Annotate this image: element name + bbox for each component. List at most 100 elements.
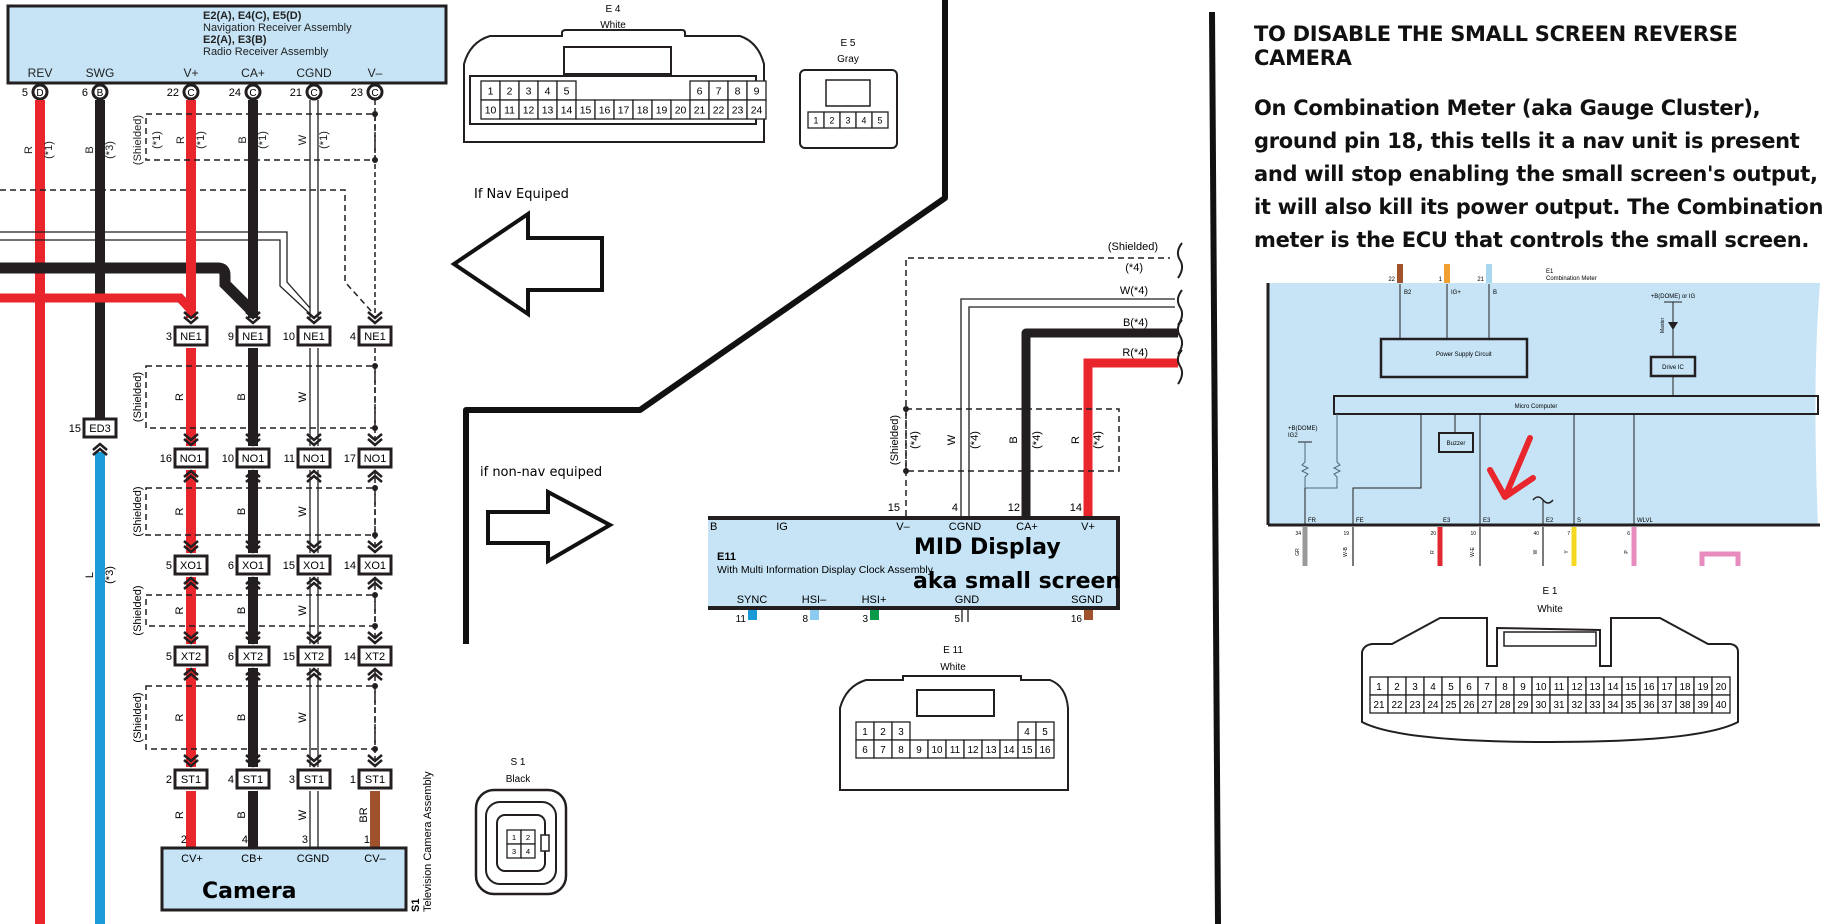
shield-box-top <box>145 113 376 161</box>
harness-connector-box <box>235 447 271 469</box>
wire-break-icon <box>1176 289 1184 326</box>
pin-conn-letter: B <box>97 88 104 99</box>
wire-break-icon <box>1176 319 1184 355</box>
shield-junction <box>372 683 378 689</box>
connector-pin-number: 40 <box>1716 700 1727 711</box>
connector-pin-cell <box>871 111 889 129</box>
chevron-down-icon <box>245 631 261 645</box>
wire-label: R <box>174 507 186 515</box>
harness-pin-number: 4 <box>350 331 356 343</box>
chevron-up-icon <box>245 667 261 681</box>
pin-cgnd: 21 C <box>290 83 323 101</box>
shield-box <box>145 594 376 627</box>
break-label: B(*4) <box>1123 317 1148 329</box>
wire-stub-hsi-plus <box>870 610 879 620</box>
connector-pin-number: 23 <box>732 106 744 117</box>
camera-label: Camera <box>202 879 297 904</box>
shield-junction <box>372 623 378 629</box>
pin-circle <box>366 83 384 101</box>
connector-pin-number: 3 <box>526 87 532 98</box>
chevron-up-icon <box>183 469 199 483</box>
connector-pin-number: 14 <box>561 106 573 117</box>
connector-color: White <box>1537 604 1563 615</box>
wire-bypass-dashed <box>0 189 373 313</box>
connector-pin-number: 1 <box>862 727 868 738</box>
connector-pin-number: 20 <box>1716 682 1727 693</box>
chevron-down-icon <box>245 540 261 554</box>
meter-pin: 22 <box>1388 277 1395 283</box>
wire-red <box>1083 358 1178 516</box>
harness-connector-box <box>173 768 209 790</box>
harness-pin-number: 1 <box>350 774 356 786</box>
connector-pin-number: 19 <box>1698 682 1709 693</box>
connector-pin-number: 6 <box>1466 682 1472 693</box>
connector-code: E 11 <box>943 645 963 656</box>
pin-conn-letter: C <box>187 88 194 99</box>
shield-junction <box>372 532 378 538</box>
terminal-caplus: CA+ <box>241 66 265 80</box>
connector-pin-number: 19 <box>656 106 668 117</box>
wire-label: W-E <box>1470 547 1476 557</box>
connector-pin-cell <box>520 843 536 859</box>
connector-pin-number: 5 <box>564 87 570 98</box>
shield-junction <box>372 485 378 491</box>
connector-pin-number: 9 <box>916 745 922 756</box>
connector-pin-number: 32 <box>1572 700 1583 711</box>
pin-conn-letter: C <box>310 88 317 99</box>
wire-note: (*1) <box>43 141 55 159</box>
shield-dashed <box>905 257 1170 516</box>
meter-terminal: B2 <box>1404 290 1412 296</box>
meter-terminal: B <box>1493 290 1497 296</box>
connector-latch <box>563 46 672 75</box>
camera-terminal: CV– <box>364 853 386 865</box>
harness-connector-label: XO1 <box>364 560 386 572</box>
harness-connector-label: NO1 <box>364 453 387 465</box>
meter-pin: 19 <box>1343 531 1349 537</box>
wire-white-a <box>960 298 1175 516</box>
ig-label: IG2 <box>1288 433 1298 439</box>
connector-pin-number: 18 <box>1680 682 1691 693</box>
wire-label: W <box>297 712 309 723</box>
connector-pin-number: 8 <box>898 745 904 756</box>
connector-pin-number: 4 <box>526 847 531 856</box>
connector-pin-number: 24 <box>1428 700 1439 711</box>
meter-name: Combination Meter <box>1546 276 1597 282</box>
mid-title: MID Display <box>914 535 1061 560</box>
wire-bypass-black <box>0 262 257 316</box>
connector-pin-number: 22 <box>1392 700 1403 711</box>
connector-pin-number: 33 <box>1590 700 1601 711</box>
harness-connector-box <box>173 325 209 347</box>
wire-stub-b2 <box>1397 264 1403 284</box>
chevron-down-icon <box>183 631 199 645</box>
receiver-name-radio: Radio Receiver Assembly <box>203 46 329 58</box>
chevron-down-icon <box>306 754 322 768</box>
master-label: Master <box>1660 317 1666 333</box>
pin-number: 22 <box>167 87 179 99</box>
harness-pin-number: 4 <box>228 774 234 786</box>
chevron-down-icon <box>183 311 199 325</box>
wire-label: R <box>174 811 186 819</box>
receiver-name-nav: Navigation Receiver Assembly <box>203 22 352 34</box>
connector-pin-number: 1 <box>488 87 494 98</box>
pin-conn-letter: C <box>371 88 378 99</box>
connector-pin-number: 1 <box>814 116 819 126</box>
connector-color: Black <box>506 774 531 785</box>
harness-pin-number: 11 <box>284 453 295 465</box>
mid-pin: 14 <box>1070 502 1082 514</box>
connector-pin-number: 15 <box>1626 682 1637 693</box>
mid-pin: 4 <box>952 502 958 514</box>
harness-connector-label: ST1 <box>365 774 385 786</box>
chevron-down-icon <box>306 631 322 645</box>
wire-label: W <box>297 605 309 616</box>
break-label: W(*4) <box>1120 285 1148 297</box>
meter-terminal: S <box>1577 518 1581 524</box>
meter-pin: 7 <box>1567 531 1570 537</box>
connector-pin-number: 13 <box>542 106 554 117</box>
wire-label: R <box>175 136 187 144</box>
pin-circle <box>244 83 262 101</box>
shield-junction <box>372 592 378 598</box>
wire-label: W <box>297 506 309 517</box>
combination-meter: 22 1 21 E1 Combination Meter B2 IG+ B Po… <box>1266 264 1820 566</box>
